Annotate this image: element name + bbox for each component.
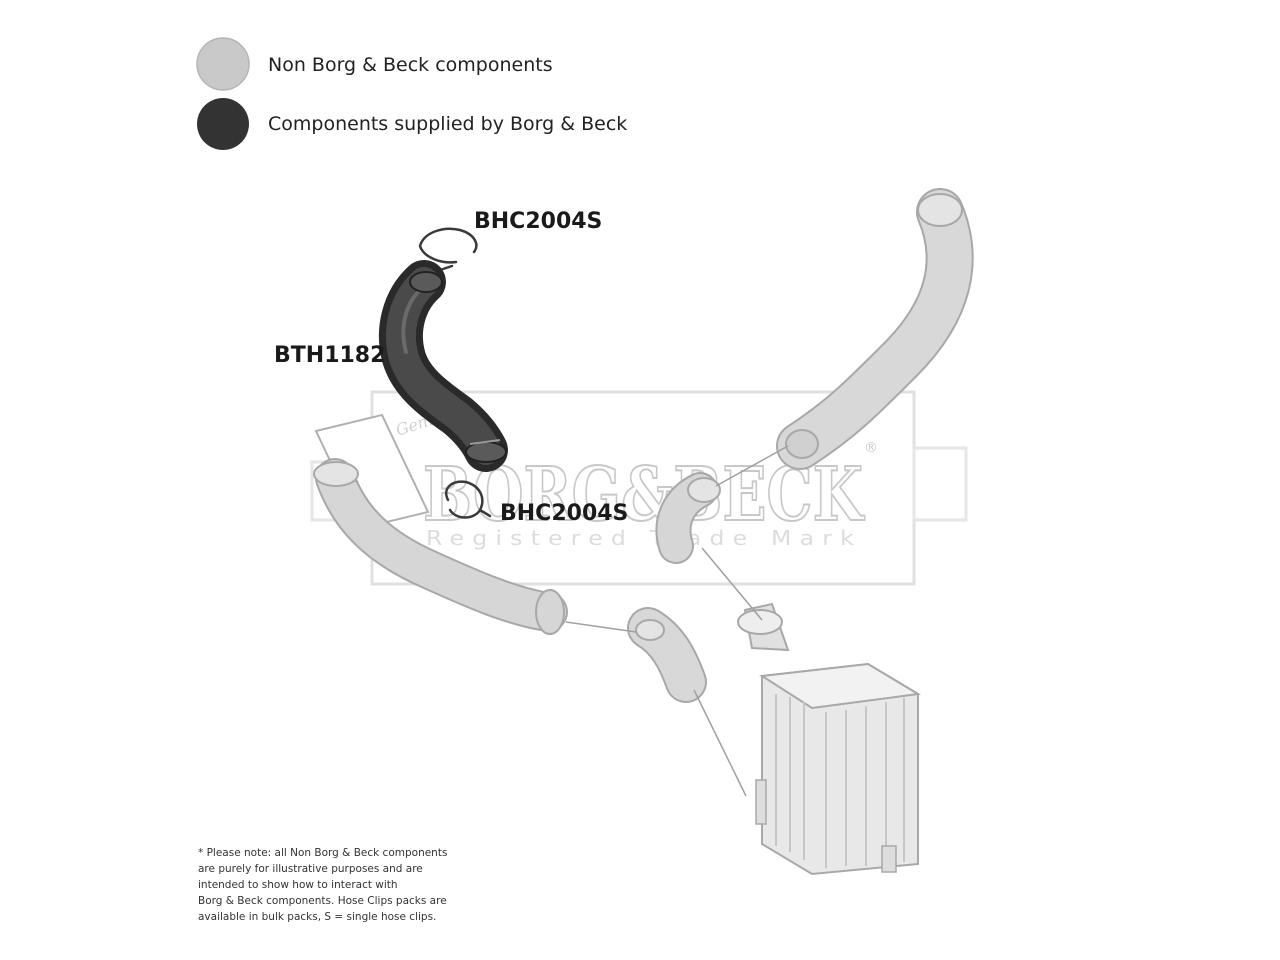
legend-component-label: Components supplied by Borg & Beck [268,113,627,135]
note-line: are purely for illustrative purposes and… [198,863,423,875]
note-line: intended to show how to interact with [198,879,398,891]
illustration-note: * Please note: all Non Borg & Beck compo… [198,845,528,925]
part-label-clip-top: BHC2004S [474,209,602,234]
borg-beck-parts [379,227,508,519]
legend-non-component-swatch [196,37,250,91]
watermark-right-bar [912,446,968,522]
legend-component-swatch [197,98,249,150]
part-label-clip-bottom: BHC2004S [500,501,628,526]
watermark-registered-mark: ® [864,440,878,456]
watermark-subtitle: Registered Trade Mark [426,526,862,550]
note-line: * Please note: all Non Borg & Beck compo… [198,847,448,859]
centre-elbow-hose [655,472,721,564]
bth1182-hose [379,260,508,472]
left-intake-pipe [313,458,568,635]
hose-clip-top-icon [418,227,478,272]
part-label-hose: BTH1182 [274,343,385,368]
intercooler [737,602,921,876]
hose-clip-bottom-icon [445,480,492,519]
note-line: Borg & Beck components. Hose Clips packs… [198,895,447,907]
lower-elbow-hose [627,607,707,703]
legend: Non Borg & Beck components Components su… [196,37,627,150]
connector-lines [565,445,789,797]
non-component-parts [313,188,974,876]
upper-right-pipe [776,188,974,470]
note-line: available in bulk packs, S = single hose… [198,911,437,923]
legend-non-component-label: Non Borg & Beck components [268,54,553,76]
